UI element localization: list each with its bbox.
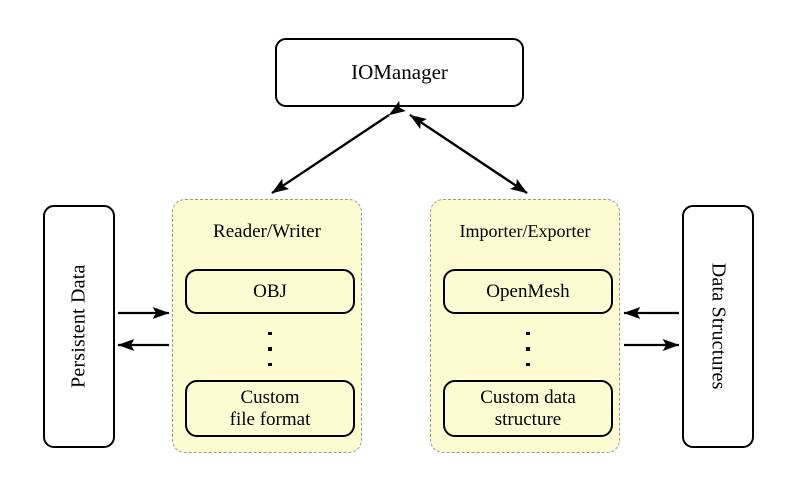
arrow-iomanager-reader-writer-head2: [271, 114, 390, 194]
openmesh-label: OpenMesh: [486, 280, 570, 302]
custom-data-structure-label-line2: structure: [494, 408, 562, 430]
data-structures-box: Data Structures: [682, 205, 754, 448]
reader-writer-ellipsis-icon: [263, 332, 277, 366]
openmesh-box: OpenMesh: [443, 269, 613, 314]
obj-label: OBJ: [253, 280, 287, 302]
iomanager-box: IOManager: [275, 38, 524, 107]
persistent-data-box: Persistent Data: [43, 205, 115, 448]
custom-file-format-label-line1: Custom: [240, 387, 300, 409]
custom-file-format-box: Custom file format: [185, 380, 355, 437]
persistent-data-label: Persistent Data: [67, 264, 90, 389]
iomanager-label: IOManager: [351, 59, 448, 84]
reader-writer-title: Reader/Writer: [213, 221, 321, 242]
data-structures-label: Data Structures: [707, 263, 730, 390]
obj-box: OBJ: [185, 269, 355, 314]
arrow-iomanager-importer-exporter: [409, 114, 528, 194]
arrow-iomanager-reader-writer: [271, 100, 406, 194]
arrow-iomanager-importer-exporter-head2: [409, 114, 528, 194]
custom-data-structure-label-line1: Custom data: [480, 387, 576, 409]
custom-file-format-label-line2: file format: [229, 408, 311, 430]
importer-exporter-title: Importer/Exporter: [459, 221, 591, 241]
importer-exporter-ellipsis-icon: [521, 332, 535, 366]
custom-data-structure-box: Custom data structure: [443, 380, 613, 437]
